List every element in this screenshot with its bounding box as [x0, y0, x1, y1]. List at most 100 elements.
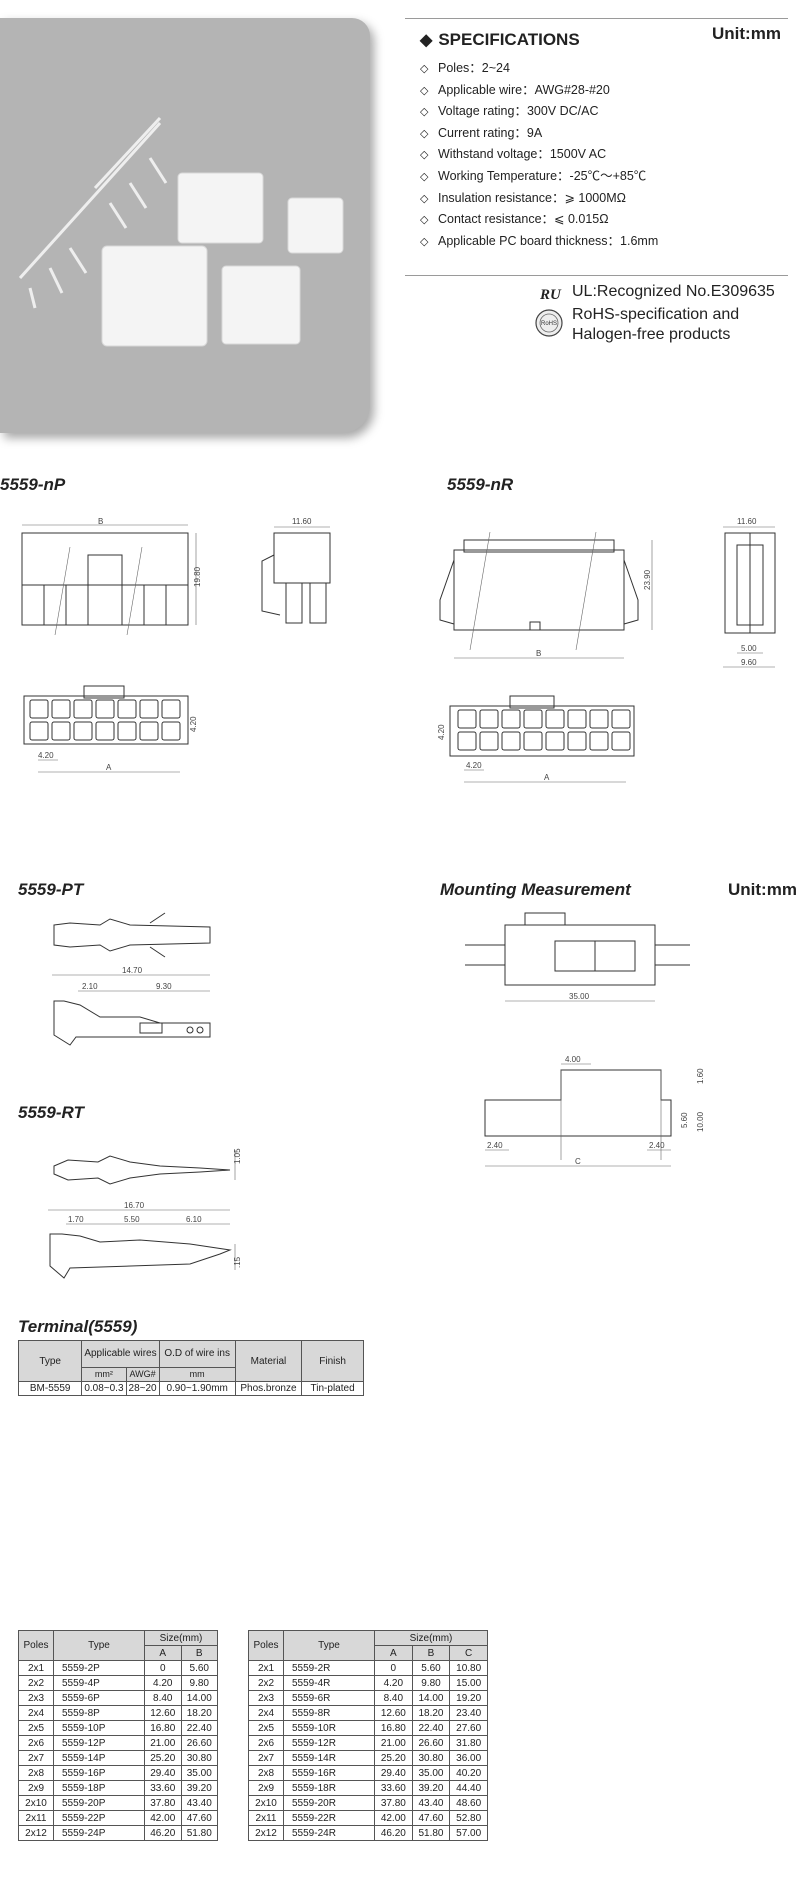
dim-nr-side-5: 5.00 — [741, 644, 757, 653]
section-title-mounting: Mounting Measurement — [440, 880, 631, 899]
dim-nr-side-width: 11.60 — [737, 517, 757, 526]
p-table-cell: 2x8 — [18, 1765, 54, 1781]
dim-mt-rr: 2.40 — [649, 1141, 665, 1150]
p-table-cell: 5559-2P — [53, 1660, 145, 1676]
terminal-table: Type Applicable wires O.D of wire ins Ma… — [17, 1340, 364, 1396]
ul-logo-icon: RU — [540, 287, 562, 302]
r-table-cell: 5559-6R — [283, 1690, 375, 1706]
p-table-cell: 18.20 — [180, 1705, 218, 1721]
rohs-text: RoHS-specification and Halogen-free prod… — [572, 305, 739, 345]
spec-item: ◇Voltage rating：300V DC/AC — [420, 101, 658, 123]
spec-item: ◇Contact resistance：⩽ 0.015Ω — [420, 209, 658, 231]
p-table-cell: 5.60 — [180, 1660, 218, 1676]
r-header-size: Size(mm) — [374, 1630, 488, 1646]
r-table-cell: 51.80 — [411, 1825, 451, 1841]
rohs-line-2: Halogen-free products — [572, 326, 731, 343]
cavity-cell — [51, 721, 71, 741]
p-table-cell: 5559-12P — [53, 1735, 145, 1751]
p-table-cell: 35.00 — [180, 1765, 218, 1781]
terminal-subheader-awg: AWG# — [125, 1367, 160, 1382]
p-table-cell: 2x1 — [18, 1660, 54, 1676]
specifications-list: ◇Poles：2~24◇Applicable wire：AWG#28-#20◇V… — [420, 58, 658, 252]
p-table-cell: 2x3 — [18, 1690, 54, 1706]
r-table-cell: 16.80 — [374, 1720, 413, 1736]
dim-np-pitch-v: 4.20 — [189, 716, 198, 732]
spec-item-text: Poles：2~24 — [438, 61, 510, 75]
spec-item-text: Withstand voltage：1500V AC — [438, 147, 607, 162]
dim-np-side-width: 11.60 — [292, 517, 312, 526]
r-table-cell: 5559-20R — [283, 1795, 375, 1811]
diamond-bullet-icon: ◆ — [420, 32, 433, 49]
dim-np-pitch-h: 4.20 — [38, 751, 54, 760]
r-header-a: A — [374, 1645, 413, 1661]
dim-rt-a: 1.70 — [68, 1215, 84, 1224]
r-table-cell: 23.40 — [449, 1705, 488, 1721]
middle-rule — [405, 275, 788, 276]
top-rule — [405, 18, 788, 19]
dim-nr-b: B — [536, 649, 541, 658]
drawing-5559-nr-front: B 23.90 — [439, 531, 653, 659]
terminal-header-row: Type Applicable wires O.D of wire ins Ma… — [17, 1340, 364, 1382]
cavity-cell — [73, 721, 93, 741]
p-table-cell: 2x2 — [18, 1675, 54, 1691]
p-table-cell: 22.40 — [180, 1720, 218, 1736]
terminal-data-row: BM-5559 0.08~0.3 28~20 0.90~1.90mm Phos.… — [17, 1381, 364, 1396]
r-table-cell: 9.80 — [411, 1675, 451, 1691]
r-table-cell: 5559-12R — [283, 1735, 375, 1751]
cavity-cell — [501, 731, 521, 751]
r-table-cell: 12.60 — [374, 1705, 413, 1721]
dim-mt-top: 4.00 — [565, 1055, 581, 1064]
cavity-cell — [545, 731, 565, 751]
cavity-cell — [567, 709, 587, 729]
spec-item: ◇Applicable PC board thickness：1.6mm — [420, 231, 658, 253]
rohs-seal-icon: RoHS — [535, 309, 563, 337]
spec-item-text: Current rating：9A — [438, 125, 543, 140]
r-table-cell: 18.20 — [411, 1705, 451, 1721]
cavity-cell — [523, 731, 543, 751]
r-table-cell: 19.20 — [449, 1690, 488, 1706]
r-table-cell: 4.20 — [374, 1675, 413, 1691]
r-table-cell: 30.80 — [411, 1750, 451, 1766]
r-table-cell: 36.00 — [449, 1750, 488, 1766]
drawing-mounting-top: 35.00 — [465, 912, 690, 1002]
cavity-cell — [479, 709, 499, 729]
p-table-cell: 51.80 — [180, 1825, 218, 1841]
cavity-cell — [589, 731, 609, 751]
r-table-cell: 29.40 — [374, 1765, 413, 1781]
p-table-cell: 43.40 — [180, 1795, 218, 1811]
cavity-cell — [161, 699, 181, 719]
r-table-cell: 0 — [374, 1660, 413, 1676]
r-table-cell: 2x11 — [248, 1810, 284, 1826]
cavity-cell — [29, 699, 49, 719]
section-title-5559-rt: 5559-RT — [18, 1103, 84, 1122]
diamond-outline-icon: ◇ — [420, 127, 429, 140]
dim-rt-c: 6.10 — [186, 1215, 202, 1224]
dim-rt-len: 16.70 — [124, 1201, 145, 1210]
p-header-b: B — [180, 1645, 218, 1661]
p-table-cell: 14.00 — [180, 1690, 218, 1706]
p-table-cell: 5559-24P — [53, 1825, 145, 1841]
r-table-cell: 27.60 — [449, 1720, 488, 1736]
cavity-cell — [117, 699, 137, 719]
p-table-cell: 33.60 — [144, 1780, 182, 1796]
p-table-cell: 8.40 — [144, 1690, 182, 1706]
dim-mt-l: 2.40 — [487, 1141, 503, 1150]
drawing-5559-pt: 14.70 2.10 9.30 — [52, 912, 211, 1046]
section-title-terminal: Terminal(5559) — [18, 1317, 138, 1336]
dim-mt-r1: 1.60 — [696, 1068, 705, 1084]
svg-text:RU: RU — [540, 287, 562, 302]
cavity-cell — [161, 721, 181, 741]
r-table-cell: 2x5 — [248, 1720, 284, 1736]
r-table-cell: 2x7 — [248, 1750, 284, 1766]
dim-nr-height: 23.90 — [643, 569, 652, 590]
r-table-cell: 5559-10R — [283, 1720, 375, 1736]
cavity-cell — [139, 699, 159, 719]
r-table-cell: 2x2 — [248, 1675, 284, 1691]
